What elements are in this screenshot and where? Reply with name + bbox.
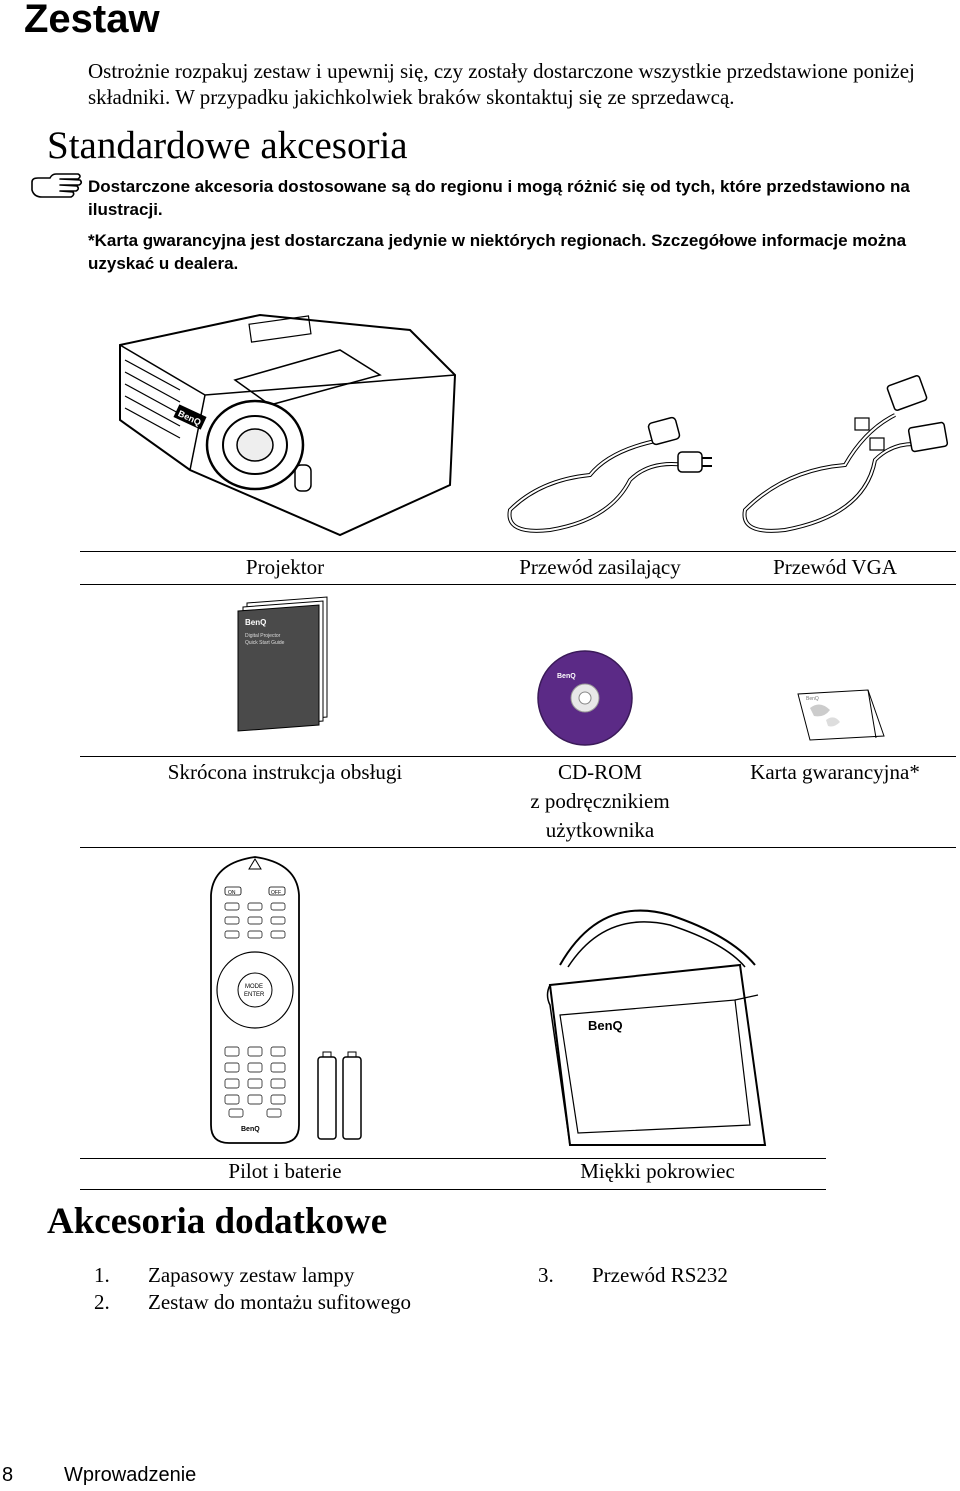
optional-item-number: 3. [538, 1263, 554, 1287]
remote-on-label: ON [228, 890, 236, 896]
optional-item-number: 2. [94, 1290, 110, 1314]
caption-cd-rom-line1: CD-ROM [557, 760, 642, 784]
remote-control-illustration: ON OFF MODE ENTER BenQ [205, 855, 305, 1152]
page-number: 8 [2, 1464, 14, 1486]
booklet-title-line2: Quick Start Guide [245, 640, 285, 646]
caption-carry-case: Miękki pokrowiec [580, 1159, 735, 1183]
footer-section-label: Wprowadzenie [64, 1464, 197, 1486]
remote-brand-label: BenQ [241, 1126, 260, 1133]
booklet-title-line1: Digital Projector [245, 633, 281, 639]
remote-mode-label: MODE [245, 984, 263, 990]
caption-power-cord: Przewód zasilający [519, 555, 681, 579]
note-warranty-card: *Karta gwarancyjna jest dostarczana jedy… [88, 231, 907, 273]
divider [80, 584, 956, 585]
caption-cd-rom-line2: z podręcznikiem [530, 789, 670, 813]
caption-vga-cable: Przewód VGA [773, 555, 897, 579]
optional-item-label: Zestaw do montażu sufitowego [148, 1290, 412, 1314]
optional-item-label: Przewód RS232 [592, 1263, 728, 1287]
divider [80, 551, 956, 552]
section-heading-standard: Standardowe akcesoria [47, 124, 408, 167]
cd-rom-illustration: BenQ [535, 648, 635, 753]
optional-item-3: 3. Przewód RS232 [538, 1261, 728, 1289]
page-title: Zestaw [24, 0, 160, 41]
caption-cd-rom-line3: użytkownika [545, 818, 655, 842]
cd-brand-label: BenQ [557, 673, 576, 680]
optional-item-2: 2. Zestaw do montażu sufitowego [94, 1288, 411, 1316]
power-cord-illustration [500, 410, 720, 550]
quick-start-booklet-illustration: BenQ Digital Projector Quick Start Guide [235, 595, 335, 740]
divider [80, 1158, 826, 1159]
remote-off-label: OFF [271, 890, 281, 896]
note-regional-accessories: Dostarczone akcesoria dostosowane są do … [88, 177, 910, 219]
batteries-illustration [312, 1050, 368, 1147]
optional-item-number: 1. [94, 1263, 110, 1287]
soft-carry-case-illustration: BenQ [540, 905, 770, 1155]
booklet-brand-label: BenQ [245, 618, 266, 627]
warranty-card-illustration: BenQ [790, 688, 890, 753]
divider [80, 1189, 826, 1190]
divider [80, 847, 956, 848]
pointing-hand-icon [30, 170, 84, 207]
warranty-brand-label: BenQ [806, 696, 819, 702]
projector-illustration: BenQ [110, 300, 470, 550]
caption-quick-start: Skrócona instrukcja obsługi [167, 760, 403, 784]
vga-cable-illustration [725, 370, 950, 550]
intro-paragraph: Ostrożnie rozpakuj zestaw i upewnij się,… [88, 59, 915, 109]
caption-projector: Projektor [245, 555, 325, 579]
divider [80, 756, 956, 757]
case-brand-label: BenQ [588, 1018, 623, 1033]
caption-warranty: Karta gwarancyjna* [750, 760, 920, 784]
optional-item-1: 1. Zapasowy zestaw lampy [94, 1261, 354, 1289]
section-heading-optional: Akcesoria dodatkowe [47, 1201, 388, 1242]
optional-item-label: Zapasowy zestaw lampy [148, 1263, 355, 1287]
caption-remote: Pilot i baterie [228, 1159, 342, 1183]
remote-enter-label: ENTER [244, 992, 265, 998]
